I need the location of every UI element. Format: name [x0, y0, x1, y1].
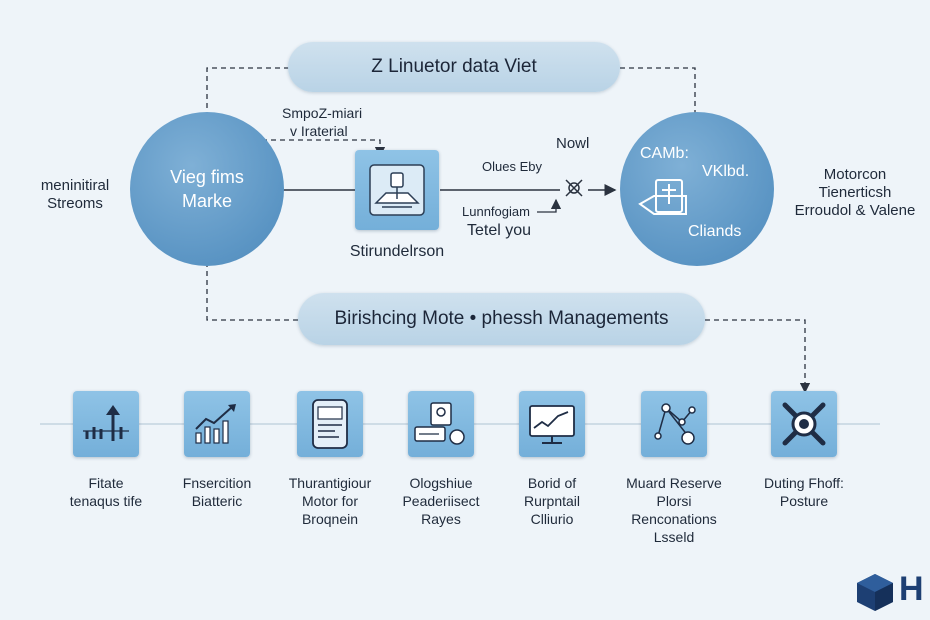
dashboard-tablet-icon [297, 391, 363, 457]
bottom-label-7: Duting Fhoff: Posture [729, 474, 879, 510]
drone-icon [771, 391, 837, 457]
network-nodes-icon [641, 391, 707, 457]
bottom-label-6-line1: Muard Reserve [626, 475, 722, 491]
junction-icon [565, 179, 583, 197]
bottom-label-2-line1: Fnsercition [182, 475, 252, 491]
bottom-label-2: Fnsercition Biatteric [142, 474, 292, 510]
right-circle-line3: Cliands [688, 223, 742, 240]
center-process-tile [355, 150, 439, 230]
bottom-label-4: Ologshiue Peaderiisect Rayes [366, 474, 516, 528]
document-chat-icon [408, 391, 474, 457]
center-caption: Stirundelrson [349, 243, 445, 260]
left-circle-line2: Marke [181, 191, 232, 211]
right-side-line2: Tienerticsh [818, 184, 892, 201]
bottom-label-4-line3: Rayes [421, 511, 461, 527]
mid-banner: Birishcing Mote • phessh Managements [298, 293, 705, 345]
bottom-label-6: Muard Reserve Plorsi Renconations Lsseld [599, 474, 749, 546]
bottom-label-6-line4: Lsseld [653, 529, 695, 545]
top-annotation-line1: SmpoZ-miari [282, 105, 363, 121]
bottom-label-7-line1: Duting Fhoff: [764, 475, 844, 491]
bottom-label-5-line3: Clliurio [530, 511, 574, 527]
left-circle-line1: Vieg fims [170, 167, 244, 187]
top-annotation: SmpoZ-miari v Iraterial [282, 104, 402, 140]
document-shield-icon [638, 179, 687, 215]
right-circle-node: CAMb: VKlbd. Cliands [620, 112, 774, 266]
bottom-label-3-line1: Thurantigiour [288, 475, 372, 491]
bottom-label-7-line2: Posture [779, 493, 829, 509]
bottom-label-1: Fitate tenaqus tife [31, 474, 181, 510]
bottom-label-5-line2: Rurpntail [523, 493, 581, 509]
bottom-label-1-line1: Fitate [88, 475, 124, 491]
top-banner: Z Linuetor data Viet [288, 42, 620, 92]
top-annotation-line2: v Iraterial [290, 123, 348, 139]
top-banner-text: Z Linuetor data Viet [371, 56, 537, 77]
bottom-label-6-line2: Plorsi [656, 493, 692, 509]
right-side-text: Motorcon Tienerticsh Erroudol & Valene [780, 166, 930, 220]
right-side-line1: Motorcon [823, 166, 887, 183]
bottom-label-6-line3: Renconations [631, 511, 717, 527]
left-side-text: meninitiral Streoms [20, 177, 130, 213]
bottom-label-3-line3: Broqnein [301, 511, 359, 527]
flow-label-right-top: Olues Eby [482, 159, 542, 174]
left-side-line2: Streoms [47, 195, 103, 212]
bottom-label-4-line2: Peaderiisect [402, 493, 480, 509]
bottom-label-4-line1: Ologshiue [409, 475, 473, 491]
bottom-label-3: Thurantigiour Motor for Broqnein [255, 474, 405, 528]
bottom-label-2-line2: Biatteric [191, 493, 243, 509]
mid-banner-text: Birishcing Mote • phessh Managements [334, 308, 669, 329]
bottom-label-5: Borid of Rurpntail Clliurio [477, 474, 627, 528]
bottom-label-5-line1: Borid of [527, 475, 577, 491]
corner-logo: H [855, 570, 930, 612]
cube-logo-icon [857, 574, 893, 611]
right-circle-line1: CAMb: [640, 145, 689, 162]
right-side-line3: Erroudol & Valene [794, 202, 916, 219]
monitor-chart-icon [519, 391, 585, 457]
flow-label-lower-a: Lunnfogiam [462, 204, 530, 219]
bar-chart-arrow-icon [73, 391, 139, 457]
left-side-line1: meninitiral [40, 177, 110, 194]
flow-label-right-node: Nowl [556, 135, 590, 152]
bottom-label-1-line2: tenaqus tife [69, 493, 143, 509]
logo-text: H [899, 570, 924, 608]
flow-label-lower-b: Tetel you [467, 222, 532, 239]
right-circle-line2: VKlbd. [702, 163, 750, 180]
growth-chart-icon [184, 391, 250, 457]
machine-platform-icon [369, 164, 425, 216]
left-circle-node: Vieg fims Marke [130, 112, 284, 266]
bottom-label-3-line2: Motor for [301, 493, 358, 509]
